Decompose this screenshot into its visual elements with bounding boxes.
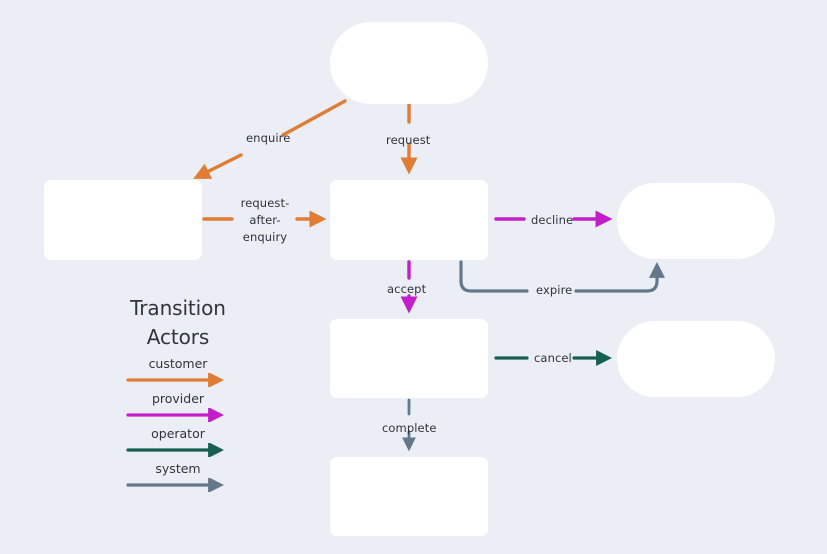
state-node-accepted[interactable] <box>330 319 488 398</box>
legend-item-system: system <box>126 459 230 492</box>
edge-label-request-after-enquiry: request- after- enquiry <box>240 196 290 244</box>
legend-item-provider: provider <box>126 389 230 422</box>
legend-label-operator: operator <box>151 426 205 441</box>
legend-swatch-system <box>126 478 225 492</box>
state-node-requested[interactable] <box>330 180 488 260</box>
edge-label-complete: complete <box>382 421 437 435</box>
legend-label-system: system <box>155 461 201 476</box>
legend-label-customer: customer <box>148 356 208 371</box>
edge-expire <box>459 260 529 293</box>
state-node-cancelled[interactable] <box>617 321 775 397</box>
edge-label-decline: decline <box>531 213 574 227</box>
legend-item-customer: customer <box>126 354 230 387</box>
edge-expire-arrow <box>574 261 665 293</box>
legend-title-line1: Transition <box>130 296 226 320</box>
state-node-declined[interactable] <box>617 183 775 259</box>
state-node-completed[interactable] <box>330 457 488 536</box>
legend-item-operator: operator <box>126 424 230 457</box>
legend: Transition Actors customer provider oper… <box>126 294 230 492</box>
legend-swatch-provider <box>126 408 225 422</box>
edge-label-accept: accept <box>387 282 427 296</box>
edge-enquire <box>281 99 347 137</box>
edge-label-expire: expire <box>536 283 573 297</box>
legend-swatch-customer <box>126 373 225 387</box>
state-node-start[interactable] <box>330 22 488 104</box>
state-node-enquiry[interactable] <box>44 180 202 260</box>
legend-label-provider: provider <box>151 391 205 406</box>
edge-label-enquire: enquire <box>246 131 291 145</box>
edge-enquire-arrow <box>193 153 243 179</box>
edge-label-request: request <box>386 133 431 147</box>
legend-title-line2: Actors <box>146 325 210 349</box>
edge-label-cancel: cancel <box>534 351 572 365</box>
legend-swatch-operator <box>126 443 225 457</box>
